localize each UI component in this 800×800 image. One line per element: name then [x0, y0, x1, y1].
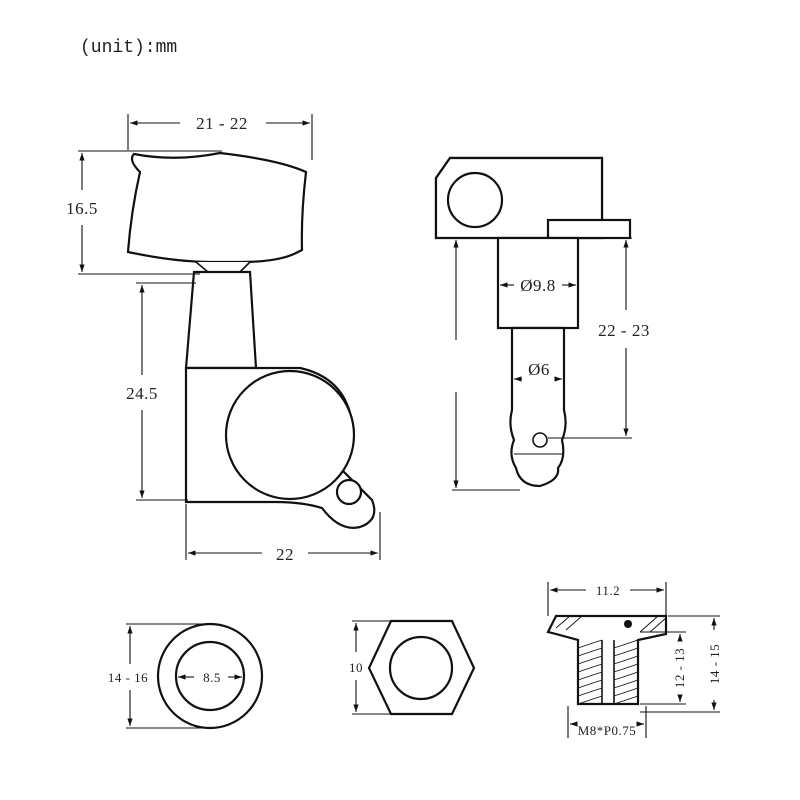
mounting-hole [335, 478, 363, 506]
tuner-button [126, 151, 308, 264]
washer-outer-label: 14 - 16 [108, 670, 148, 685]
hex-nut [367, 619, 476, 716]
dim-thread-spec: M8*P0.75 [567, 706, 647, 738]
unit-label: (unit):mm [80, 38, 177, 58]
dim-body-height: 24.5 [126, 282, 196, 501]
dim-washer-outer: 14 - 16 [108, 623, 208, 729]
button-height-label: 16.5 [66, 199, 98, 218]
button-width-label: 21 - 22 [196, 114, 248, 133]
washer [156, 622, 264, 730]
gear-tab [546, 218, 632, 240]
bushing-section [546, 614, 668, 706]
bushing-outer-height-label: 14 - 15 [707, 644, 722, 684]
hex-nut-label: 10 [349, 660, 363, 675]
bushing-width-label: 11.2 [596, 583, 620, 598]
post-length-label: 22 - 23 [598, 321, 650, 340]
post-lower [509, 326, 567, 488]
post-diameter-label: Ø6 [528, 360, 550, 379]
bushing-outline [546, 614, 668, 706]
dim-bushing-inner-height: 12 - 13 [640, 631, 687, 705]
dim-post-diameter: Ø6 [514, 360, 562, 382]
dim-button-width: 21 - 22 [127, 114, 313, 160]
hex-nut-bore [388, 635, 454, 701]
dim-washer-inner: 8.5 [178, 670, 242, 685]
body-height-label: 24.5 [126, 384, 158, 403]
dim-post-length: 22 - 23 [548, 237, 650, 439]
string-hole [532, 432, 548, 448]
tuner-shaft [184, 270, 258, 370]
washer-inner [174, 640, 246, 712]
dim-bushing-outer-height: 14 - 15 [640, 615, 722, 713]
dim-body-width: 22 [185, 504, 381, 564]
housing-hole [446, 171, 504, 229]
button-neck [195, 261, 251, 273]
tuner-side-view [126, 151, 376, 529]
dim-shaft-diameter: Ø9.8 [500, 276, 576, 295]
washer-inner-label: 8.5 [203, 670, 221, 685]
dim-bushing-width: 11.2 [547, 582, 667, 616]
thread-spec-label: M8*P0.75 [578, 723, 637, 738]
body-width-label: 22 [276, 545, 294, 564]
dim-button-height: 16.5 [66, 150, 222, 275]
bushing-inner-height-label: 12 - 13 [672, 648, 687, 688]
dim-post-total [452, 237, 520, 491]
string-post-view [434, 156, 632, 488]
dim-hex-nut: 10 [349, 620, 391, 715]
gear-cover [224, 369, 356, 501]
shaft-diameter-label: Ø9.8 [520, 276, 556, 295]
